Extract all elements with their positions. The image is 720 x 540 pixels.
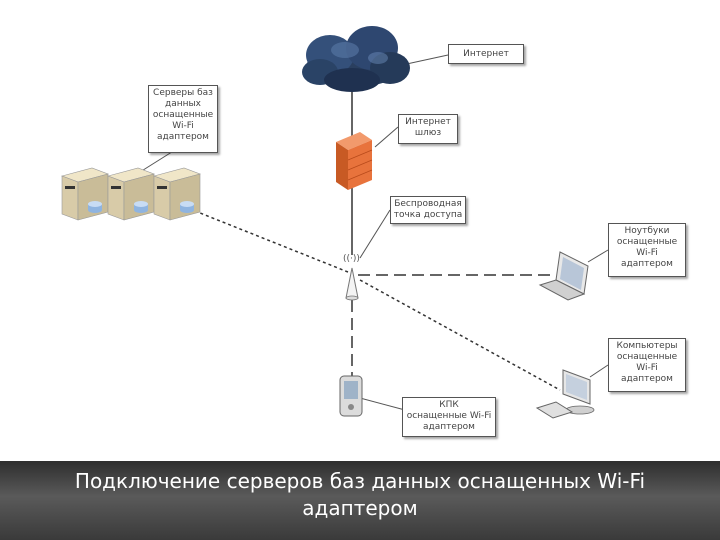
ap-computer-link [359, 279, 561, 391]
ap-server-link [179, 204, 349, 273]
laptops-callout: Ноутбуки оснащенные Wi-Fi адаптером [608, 223, 686, 277]
pda-icon [339, 375, 363, 417]
gateway-callout: Интернет шлюз [398, 114, 458, 144]
access-point-icon: ((·)) [343, 254, 360, 301]
computers-callout: Компьютеры оснащенные Wi-Fi адаптером [608, 338, 686, 392]
access-point-callout: Беспроводная точка доступа [390, 196, 466, 224]
servers-callout: Серверы баз данных оснащенные Wi-Fi адап… [148, 85, 218, 153]
svg-text:((·)): ((·)) [343, 254, 360, 264]
connection-lines [179, 90, 561, 391]
slide-caption: Подключение серверов баз данных оснащенн… [74, 469, 646, 520]
pda-callout: КПК оснащенные Wi-Fi адаптером [402, 397, 496, 437]
laptop-icon [538, 251, 589, 301]
firewall-icon [336, 132, 373, 190]
callout-pointers [139, 54, 609, 411]
desktop-computer-icon [535, 369, 595, 419]
internet-callout: Интернет [448, 44, 524, 64]
database-servers-icon [61, 167, 201, 221]
internet-cloud-icon [302, 26, 410, 92]
caption-bar [0, 461, 720, 540]
